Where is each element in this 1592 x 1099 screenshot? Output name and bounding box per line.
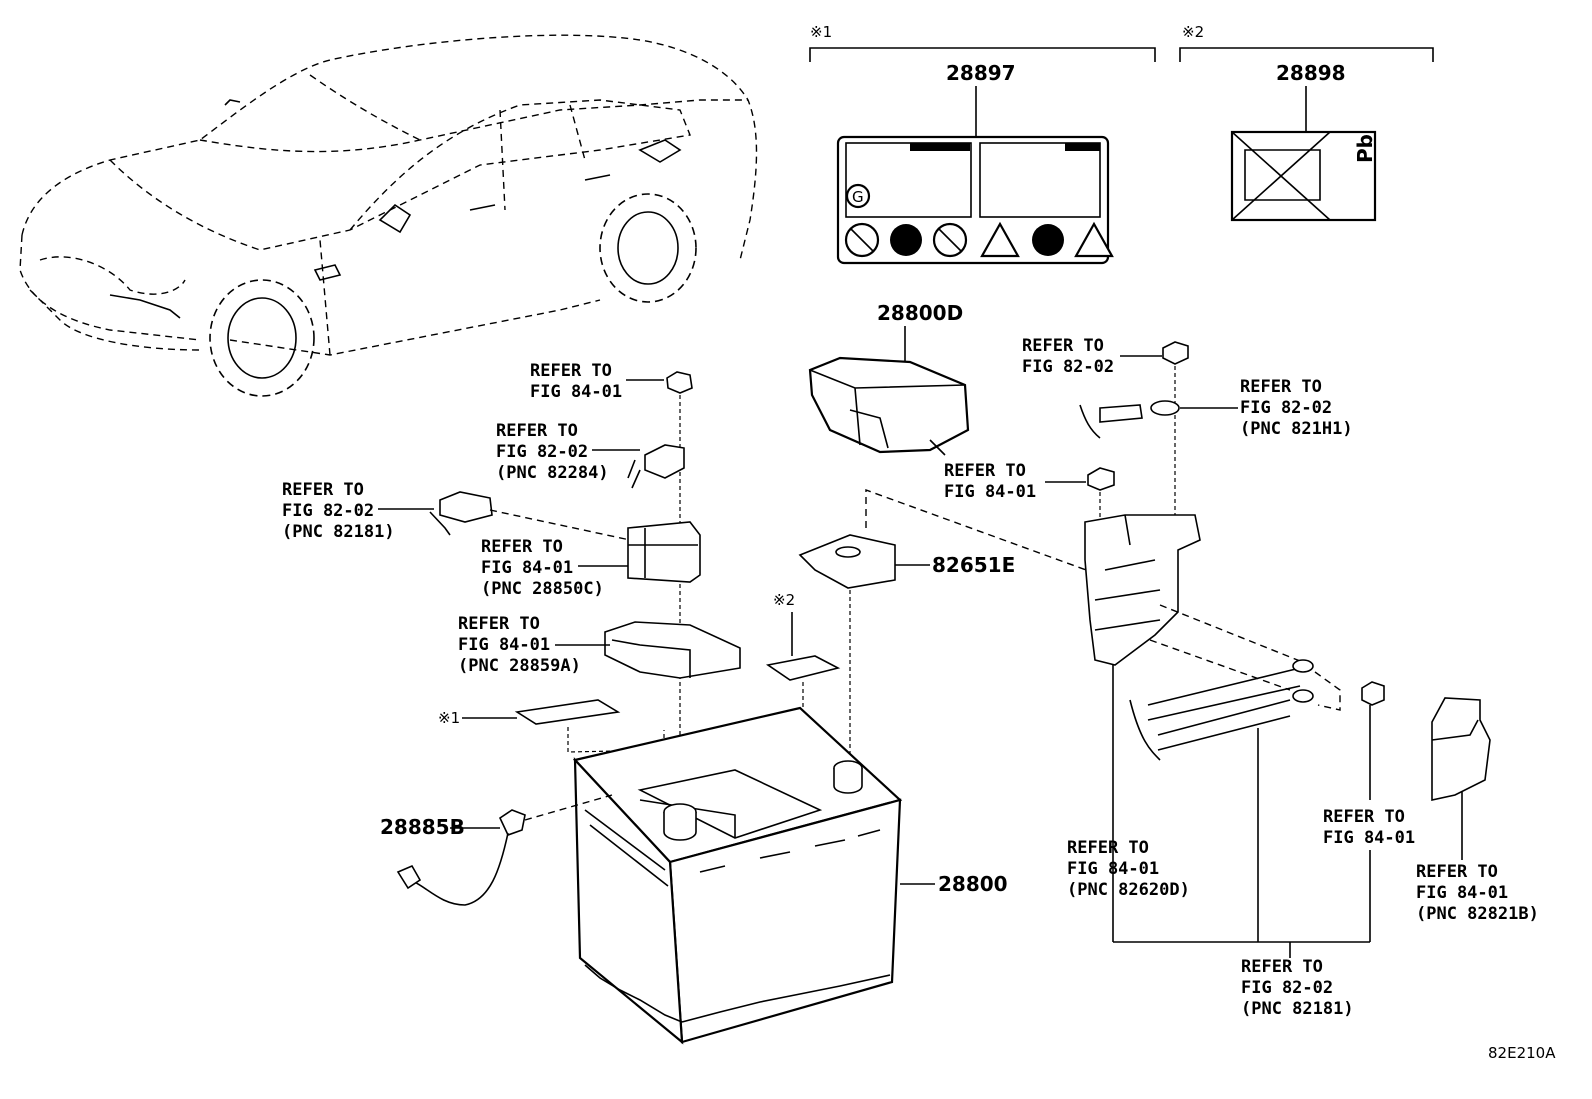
part-number-82651E: 82651E <box>932 553 1015 577</box>
part-number-28898: 28898 <box>1276 61 1346 85</box>
ref8-line1: REFER TO <box>944 461 1026 481</box>
note2-label-group: ※2 28898 Pb <box>1179 23 1434 222</box>
vehicle-illustration <box>19 34 758 397</box>
bracket-82651E: 82651E <box>798 489 1101 760</box>
ref10-line1: REFER TO <box>1323 807 1405 827</box>
ref4-line1: REFER TO <box>481 537 563 557</box>
ref7-line1: REFER TO <box>1240 377 1322 397</box>
part-number-28800D: 28800D <box>877 301 963 325</box>
ref3-line1: REFER TO <box>282 480 364 500</box>
ref11-line3: (PNC 82821B) <box>1416 904 1539 924</box>
ref6-line1: REFER TO <box>1022 336 1104 356</box>
label-sheet-28897 <box>514 699 621 725</box>
ref6-line2: FIG 82-02 <box>1022 357 1114 377</box>
battery-28800: 28800 <box>572 706 1008 1045</box>
ref12-line2: FIG 82-02 <box>1241 978 1333 998</box>
ref4-line2: FIG 84-01 <box>481 558 573 578</box>
eye-protection-icon <box>890 224 922 256</box>
ref11-line2: FIG 84-01 <box>1416 883 1508 903</box>
negative-cable-assembly <box>1079 341 1491 958</box>
note1-mark: ※1 <box>810 23 832 41</box>
note2-mark: ※2 <box>1182 23 1204 41</box>
read-manual-icon <box>1032 224 1064 256</box>
ref12-line1: REFER TO <box>1241 957 1323 977</box>
note1-mark-battery: ※1 <box>438 709 460 727</box>
ref2-line1: REFER TO <box>496 421 578 441</box>
cover-28800D: 28800D <box>808 301 970 456</box>
ref5-line3: (PNC 28859A) <box>458 656 581 676</box>
figure-code: 82E210A <box>1488 1044 1556 1062</box>
part-number-28800: 28800 <box>938 872 1008 896</box>
ref10-line2: FIG 84-01 <box>1323 828 1415 848</box>
ref9-line1: REFER TO <box>1067 838 1149 858</box>
pb-mark: Pb <box>1353 134 1377 163</box>
explosion-warning-icon <box>1074 221 1114 258</box>
recycle-icon <box>845 183 871 209</box>
svg-text:G: G <box>852 188 864 206</box>
part-number-28897: 28897 <box>946 61 1016 85</box>
label-sheet-28898 <box>765 655 841 681</box>
ref3-line2: FIG 82-02 <box>282 501 374 521</box>
recycle-label-28898 <box>1230 130 1377 222</box>
ref11-line1: REFER TO <box>1416 862 1498 882</box>
part-number-28885B: 28885B <box>380 815 465 839</box>
ref2-line3: (PNC 82284) <box>496 463 609 483</box>
ref4-line3: (PNC 28850C) <box>481 579 604 599</box>
sensor-28885B: 28885B <box>380 794 613 906</box>
ref9-line2: FIG 84-01 <box>1067 859 1159 879</box>
ref1-line1: REFER TO <box>530 361 612 381</box>
leader-lines <box>378 355 1162 646</box>
ref12-line3: (PNC 82181) <box>1241 999 1354 1019</box>
acid-warning-icon <box>980 221 1020 258</box>
ref2-line2: FIG 82-02 <box>496 442 588 462</box>
ref8-line2: FIG 84-01 <box>944 482 1036 502</box>
ref5-line2: FIG 84-01 <box>458 635 550 655</box>
ref7-line2: FIG 82-02 <box>1240 398 1332 418</box>
ref5-line1: REFER TO <box>458 614 540 634</box>
ref1-line2: FIG 84-01 <box>530 382 622 402</box>
reference-labels: REFER TO FIG 84-01 REFER TO FIG 82-02 (P… <box>282 336 1539 1019</box>
note2-mark-battery: ※2 <box>773 591 795 609</box>
ref7-line3: (PNC 821H1) <box>1240 419 1353 439</box>
ref3-line3: (PNC 82181) <box>282 522 395 542</box>
ref9-line3: (PNC 82620D) <box>1067 880 1190 900</box>
note1-label-group: ※1 28897 G <box>809 23 1156 265</box>
